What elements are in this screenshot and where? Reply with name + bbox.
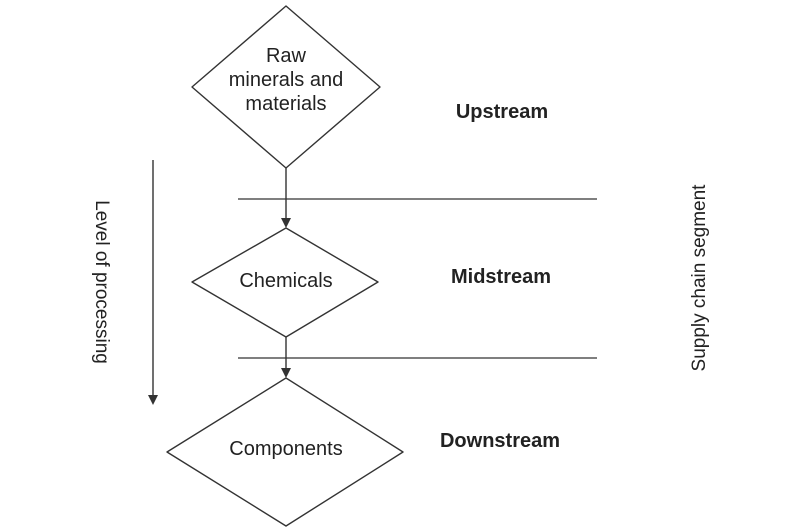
node-components-label: Components [229, 438, 342, 460]
node-components: Components [166, 377, 404, 527]
decision-diamond-shape [191, 227, 379, 338]
segment-label-upstream: Upstream [456, 101, 548, 123]
axis-label-supply-chain-segment: Supply chain segment [689, 184, 710, 372]
axis-label-level-of-processing: Level of processing [91, 200, 112, 364]
node-chemicals-label: Chemicals [239, 270, 332, 292]
segment-label-downstream: Downstream [440, 430, 560, 452]
decision-diamond-shape [166, 377, 404, 527]
decision-diamond-shape [191, 5, 381, 169]
node-raw-materials: Raw minerals and materials [191, 5, 381, 169]
node-raw-label-line-1: Raw [266, 45, 307, 67]
node-chemicals: Chemicals [191, 227, 379, 338]
segment-label-midstream: Midstream [451, 266, 551, 288]
node-raw-label-line-2: minerals and [229, 69, 344, 91]
node-raw-label-line-3: materials [245, 93, 326, 115]
